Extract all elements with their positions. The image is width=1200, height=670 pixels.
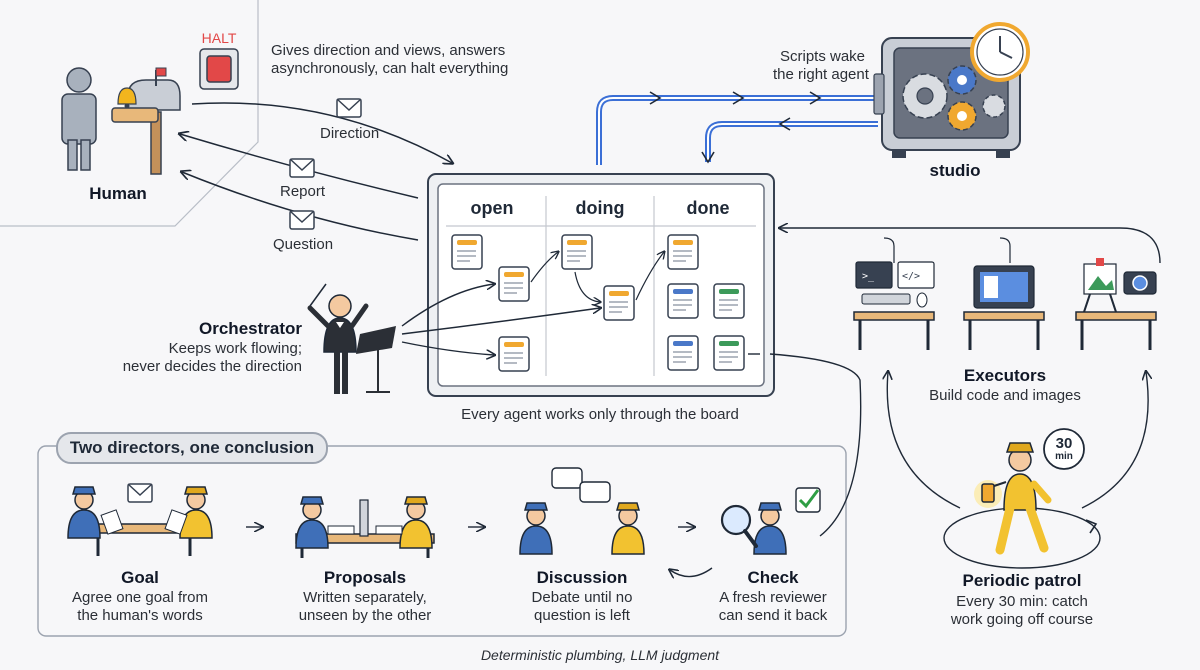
patrol-badge-number: 30 bbox=[1055, 435, 1073, 452]
human-panel-border bbox=[0, 0, 259, 227]
mailbox-icon bbox=[111, 67, 181, 175]
executors-title: Executors bbox=[963, 366, 1047, 385]
patrol-line1: Every 30 min: catch bbox=[956, 593, 1088, 610]
directors-heading: Two directors, one conclusion bbox=[56, 432, 328, 464]
task-card bbox=[561, 234, 593, 270]
clock-icon bbox=[970, 22, 1030, 82]
studio-caption-line2: the right agent bbox=[773, 66, 869, 83]
board-to-check-arrow bbox=[769, 353, 862, 537]
music-stand-icon bbox=[356, 326, 396, 393]
step-check-line1: A fresh reviewer bbox=[719, 589, 827, 606]
studio-caption-line1: Scripts wake bbox=[780, 48, 866, 65]
pipe-studio-to-board bbox=[701, 117, 878, 164]
human-figure bbox=[61, 67, 97, 171]
halt-label: HALT bbox=[201, 30, 237, 46]
board-column-done: done bbox=[686, 198, 730, 218]
orchestrator-line1: Keeps work flowing; bbox=[168, 340, 302, 357]
envelope-icon bbox=[336, 98, 362, 118]
task-card bbox=[667, 234, 699, 270]
step-proposals-line2: unseen by the other bbox=[298, 607, 432, 624]
direction-label: Direction bbox=[320, 125, 380, 142]
studio-title: studio bbox=[929, 161, 981, 180]
svg-text:</>: </> bbox=[902, 271, 920, 282]
orchestrator-arrow bbox=[401, 284, 494, 327]
orchestrator-arrow bbox=[401, 341, 494, 355]
orchestrator-title: Orchestrator bbox=[199, 319, 302, 338]
step-check-title: Check bbox=[747, 568, 799, 587]
step-check-line2: can send it back bbox=[718, 607, 828, 624]
bell-icon bbox=[117, 87, 137, 109]
board-column-doing: doing bbox=[575, 198, 625, 218]
step-goal-line2: the human's words bbox=[77, 607, 203, 624]
task-card bbox=[713, 283, 745, 319]
step-discussion-line2: question is left bbox=[534, 607, 630, 624]
directors-panel bbox=[37, 445, 847, 637]
human-description-line1: Gives direction and views, answers bbox=[271, 42, 506, 59]
envelope-icon bbox=[289, 158, 315, 178]
executors-subtitle: Build code and images bbox=[929, 387, 1081, 404]
task-card bbox=[451, 234, 483, 270]
task-card bbox=[498, 266, 530, 302]
gear-icon bbox=[902, 65, 1006, 131]
easel-icon bbox=[1074, 258, 1158, 352]
step-proposals-title: Proposals bbox=[323, 568, 407, 587]
patrol-timer-badge bbox=[1043, 428, 1085, 470]
task-card bbox=[713, 335, 745, 371]
task-card bbox=[603, 285, 635, 321]
conductor-icon bbox=[307, 283, 369, 394]
monitor-icon bbox=[962, 265, 1046, 352]
patrol-line2: work going off course bbox=[950, 611, 1094, 628]
envelope-icon bbox=[127, 483, 153, 503]
patrol-title: Periodic patrol bbox=[962, 571, 1082, 590]
step-proposals-line1: Written separately, bbox=[303, 589, 427, 606]
svg-text:>_: >_ bbox=[862, 271, 875, 282]
orchestrator-line2: never decides the direction bbox=[122, 358, 302, 375]
checkmark-icon bbox=[795, 487, 821, 513]
patrol-arrow-left bbox=[887, 372, 961, 509]
halt-switch-icon[interactable] bbox=[199, 48, 239, 90]
proposals-scene bbox=[295, 496, 435, 558]
patrol-guard bbox=[995, 442, 1052, 555]
envelope-icon bbox=[289, 210, 315, 230]
task-card bbox=[498, 336, 530, 372]
patrol-ellipse bbox=[943, 507, 1101, 569]
patrol-arrow-right bbox=[1081, 372, 1148, 509]
magnifier-icon bbox=[720, 504, 758, 548]
goal-scene bbox=[67, 486, 213, 556]
step-goal-title: Goal bbox=[121, 568, 159, 587]
step-goal-line1: Agree one goal from bbox=[72, 589, 208, 606]
board-column-open: open bbox=[470, 198, 514, 218]
lantern-icon bbox=[974, 480, 1007, 508]
board-caption: Every agent works only through the board bbox=[461, 406, 739, 423]
executor-return-arrow bbox=[780, 228, 1161, 264]
task-card bbox=[667, 335, 699, 371]
orchestrator-arrow bbox=[401, 308, 600, 335]
human-title: Human bbox=[89, 184, 147, 203]
question-label: Question bbox=[273, 236, 334, 253]
pipe-board-to-studio bbox=[596, 91, 878, 165]
camera-icon bbox=[1123, 271, 1157, 295]
report-label: Report bbox=[280, 183, 326, 200]
direction-arrow bbox=[191, 102, 452, 163]
step-discussion-line1: Debate until no bbox=[531, 589, 633, 606]
speech-bubble-icon bbox=[551, 467, 611, 503]
discussion-scene bbox=[519, 502, 645, 555]
send-back-arrow bbox=[670, 567, 713, 577]
check-scene bbox=[753, 502, 787, 555]
step-discussion-title: Discussion bbox=[536, 568, 628, 587]
human-description-line2: asynchronously, can halt everything bbox=[271, 60, 509, 77]
footer-caption: Deterministic plumbing, LLM judgment bbox=[480, 647, 720, 663]
patrol-badge-unit: min bbox=[1055, 451, 1073, 462]
task-card bbox=[667, 283, 699, 319]
executor-code-desk: >_ </> bbox=[852, 261, 936, 352]
